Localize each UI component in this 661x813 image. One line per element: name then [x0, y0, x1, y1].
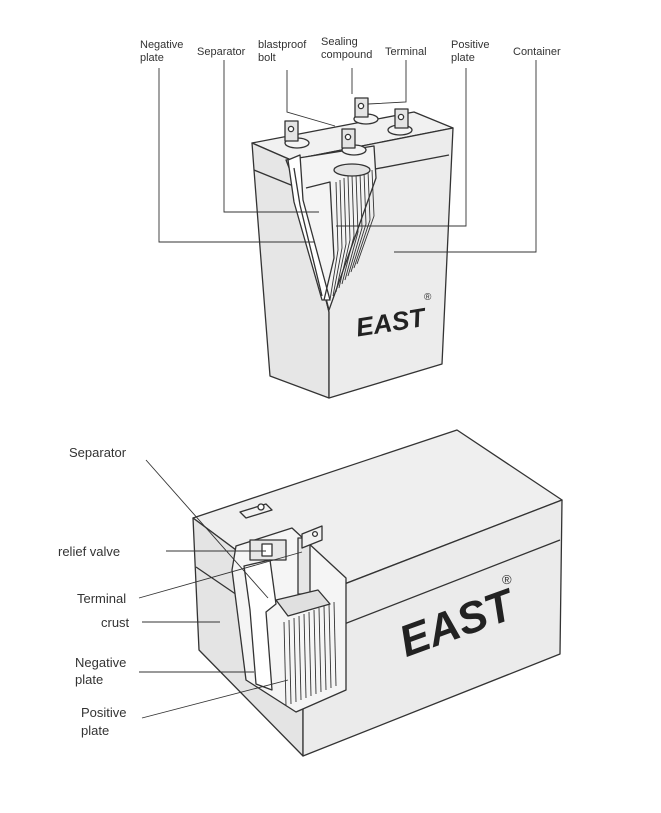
top-registered-mark: ®	[424, 292, 432, 303]
label-sealing-compound: Sealing compound	[321, 36, 372, 61]
leader-blastproof-bolt	[287, 70, 335, 126]
label-positive-plate-bottom: Positive plate	[81, 705, 130, 738]
bottom-registered-mark: ®	[502, 572, 512, 587]
label-terminal-top: Terminal	[385, 46, 427, 58]
label-negative-plate-bottom: Negative plate	[75, 655, 130, 687]
label-crust: crust	[101, 615, 130, 630]
label-relief-valve: relief valve	[58, 544, 120, 559]
label-container: Container	[513, 46, 561, 58]
label-negative-plate: Negative plate	[140, 39, 186, 64]
bottom-relief-valve	[250, 540, 286, 560]
label-positive-plate-top: Positive plate	[451, 39, 493, 64]
label-separator-top: Separator	[197, 46, 246, 58]
top-sealing-compound	[334, 164, 370, 176]
top-terminal-2	[354, 98, 378, 124]
label-blastproof-bolt: blastproof bolt	[258, 39, 309, 64]
label-separator-bottom: Separator	[69, 445, 127, 460]
top-battery	[252, 98, 453, 398]
leader-terminal	[368, 60, 406, 104]
label-terminal-bottom: Terminal	[77, 591, 126, 606]
